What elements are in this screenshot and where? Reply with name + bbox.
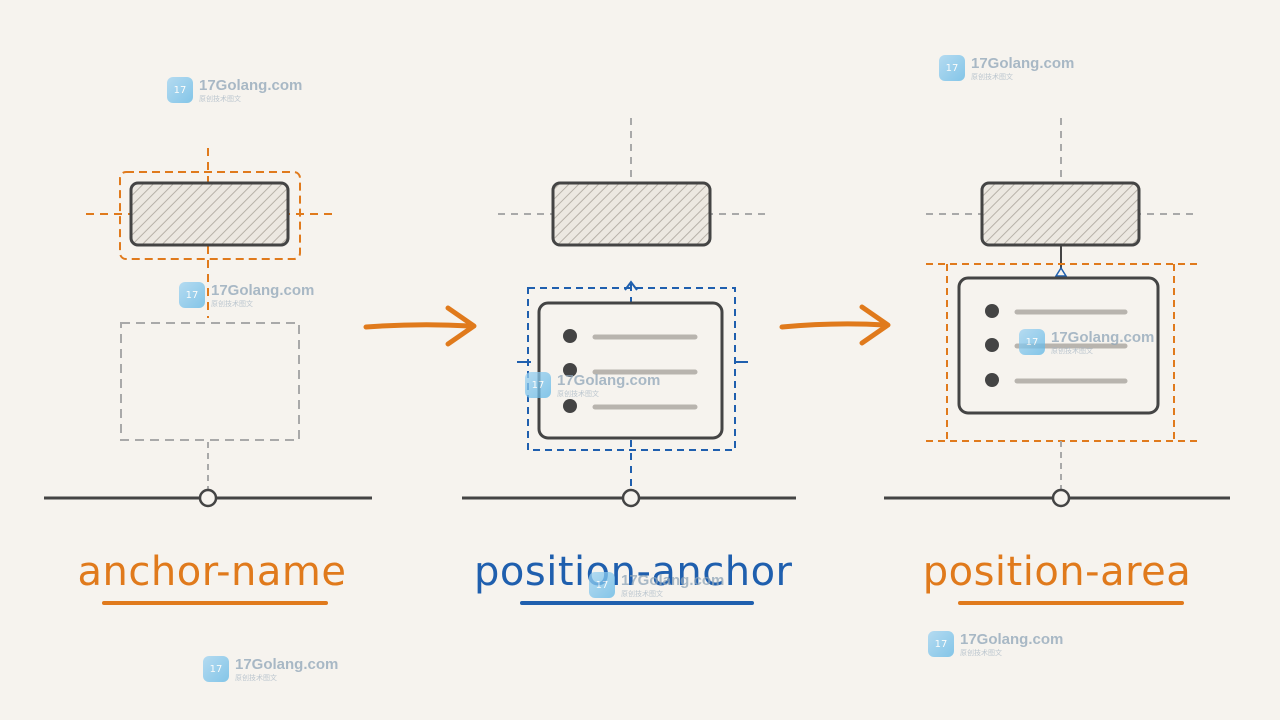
watermark-logo-icon: 17 bbox=[589, 572, 615, 598]
underline-position-anchor bbox=[520, 601, 754, 605]
label-anchor-name: anchor-name bbox=[77, 549, 347, 595]
baseline-node-2 bbox=[621, 488, 641, 508]
watermark-site: 17Golang.com bbox=[621, 571, 725, 589]
panel-position-anchor bbox=[462, 118, 796, 508]
arrow-2 bbox=[779, 304, 891, 346]
panel-anchor-name bbox=[44, 148, 372, 508]
connector-caret bbox=[1054, 266, 1068, 277]
watermark-subtitle: 原创技术图文 bbox=[971, 72, 1013, 81]
watermark-logo-icon: 17 bbox=[939, 55, 965, 81]
watermark-site: 17Golang.com bbox=[199, 76, 303, 94]
anchor-outline bbox=[119, 171, 301, 260]
list-bullet bbox=[985, 373, 999, 387]
watermark-site: 17Golang.com bbox=[1051, 328, 1155, 346]
list-bullet bbox=[985, 338, 999, 352]
watermark-site: 17Golang.com bbox=[235, 655, 339, 673]
watermark-logo-icon: 17 bbox=[203, 656, 229, 682]
list-bullet bbox=[563, 363, 577, 377]
baseline-node-1 bbox=[198, 488, 218, 508]
arrow-1 bbox=[363, 305, 477, 347]
watermark-logo-icon: 17 bbox=[928, 631, 954, 657]
list-bullet bbox=[563, 399, 577, 413]
anchor-element bbox=[129, 181, 290, 247]
anchor-element bbox=[980, 181, 1141, 247]
watermark-subtitle: 原创技术图文 bbox=[235, 673, 277, 682]
watermark-subtitle: 原创技术图文 bbox=[199, 94, 241, 103]
watermark-logo-icon: 17 bbox=[1019, 329, 1045, 355]
label-position-anchor: position-anchor bbox=[474, 549, 793, 595]
anchor-element bbox=[551, 181, 712, 247]
list-bullet bbox=[563, 329, 577, 343]
watermark-site: 17Golang.com bbox=[971, 54, 1075, 72]
empty-placeholder bbox=[120, 322, 300, 441]
label-position-area: position-area bbox=[922, 549, 1192, 595]
watermark-logo-icon: 17 bbox=[525, 372, 551, 398]
positioned-outline bbox=[527, 287, 736, 451]
watermark-subtitle: 原创技术图文 bbox=[557, 389, 599, 398]
list-bullet bbox=[985, 304, 999, 318]
watermark-site: 17Golang.com bbox=[211, 281, 315, 299]
watermark-site: 17Golang.com bbox=[960, 630, 1064, 648]
watermark-logo-icon: 17 bbox=[167, 77, 193, 103]
underline-position-area bbox=[958, 601, 1184, 605]
panel-position-area bbox=[884, 118, 1230, 508]
watermark-subtitle: 原创技术图文 bbox=[960, 648, 1002, 657]
watermark-subtitle: 原创技术图文 bbox=[211, 299, 253, 308]
watermark-logo-icon: 17 bbox=[179, 282, 205, 308]
watermark-subtitle: 原创技术图文 bbox=[1051, 346, 1093, 355]
underline-anchor-name bbox=[102, 601, 328, 605]
baseline-node-3 bbox=[1051, 488, 1071, 508]
watermark-subtitle: 原创技术图文 bbox=[621, 589, 663, 598]
watermark-site: 17Golang.com bbox=[557, 371, 661, 389]
